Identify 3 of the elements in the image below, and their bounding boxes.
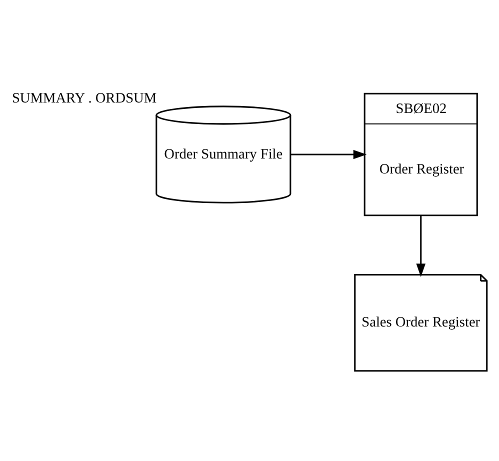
node-label: SUMMARY . ORDSUM xyxy=(12,90,157,106)
arrow xyxy=(416,215,426,276)
arrow xyxy=(290,149,367,159)
